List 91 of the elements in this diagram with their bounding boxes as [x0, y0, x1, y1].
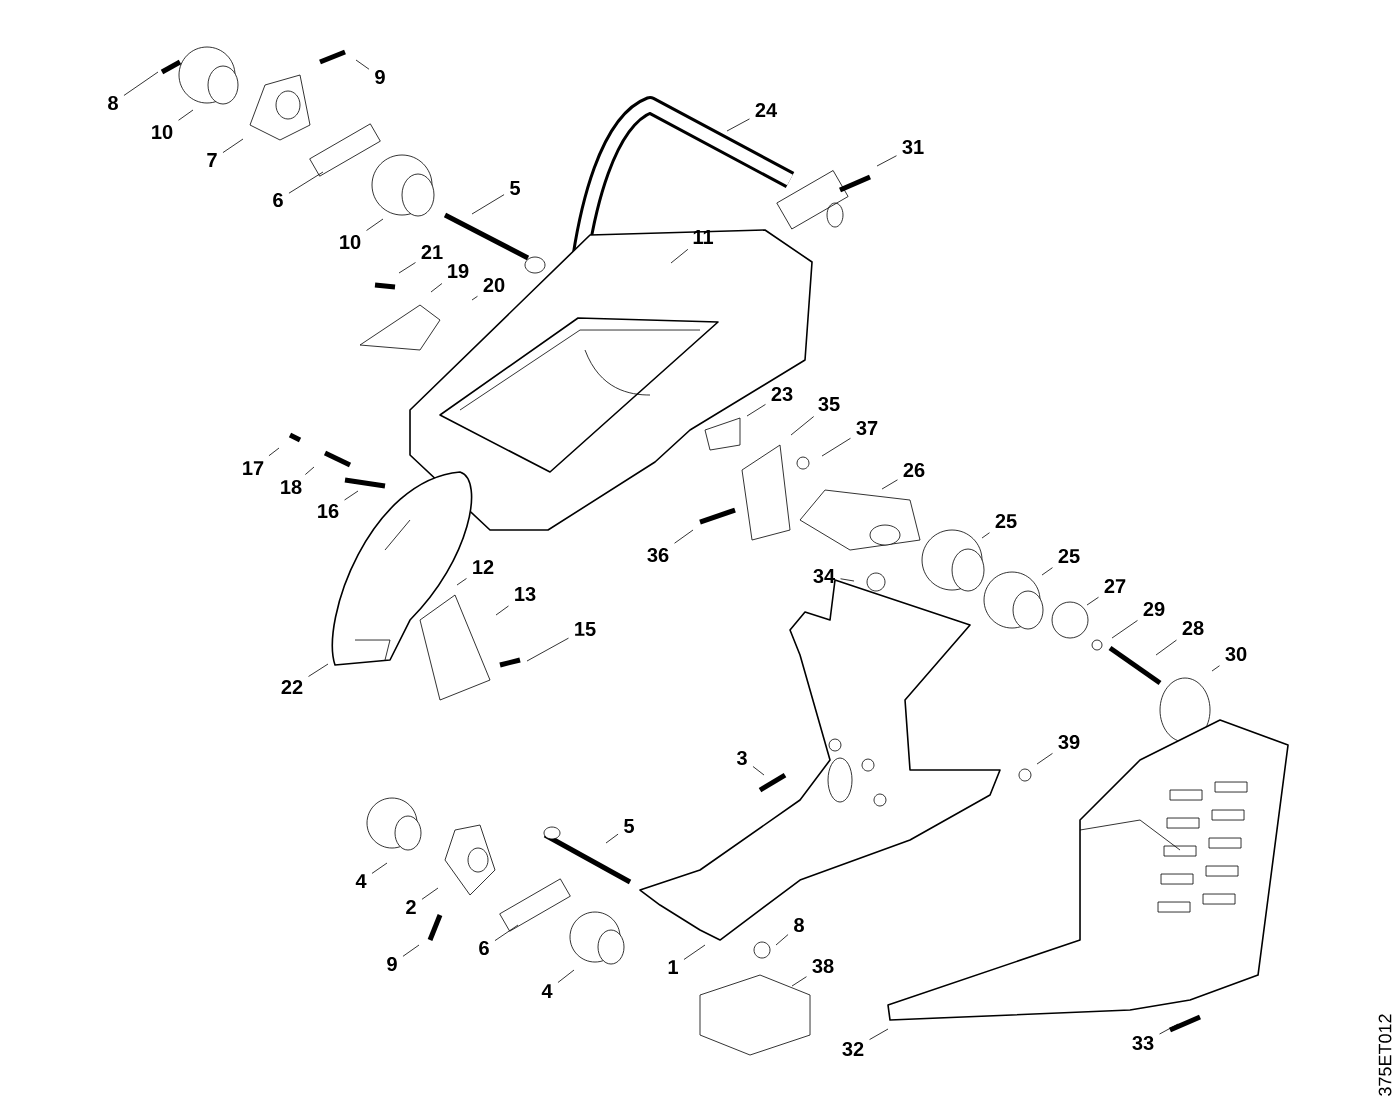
- leader-line: [674, 529, 694, 544]
- leader-line: [421, 887, 439, 900]
- callout-number: 10: [152, 124, 173, 140]
- leader-line: [775, 934, 789, 946]
- callout-number: 26: [903, 462, 925, 478]
- leader-line: [304, 466, 315, 475]
- leader-line: [471, 295, 478, 301]
- callout-number: 36: [647, 547, 669, 563]
- callout-number: 22: [281, 680, 303, 694]
- callout-number: 2: [406, 900, 416, 914]
- callout-number: 34: [813, 568, 835, 584]
- callout-number: 8: [108, 95, 118, 111]
- leader-line: [526, 637, 569, 662]
- leader-line: [355, 59, 370, 70]
- leader-line: [1111, 620, 1138, 639]
- callout-number: 6: [479, 940, 489, 956]
- leader-line: [821, 437, 851, 457]
- callout-number: 5: [510, 181, 520, 195]
- callout-number: 10: [340, 234, 361, 250]
- callout-number: 29: [1143, 601, 1165, 617]
- leader-line: [123, 71, 159, 96]
- callout-number: 9: [375, 69, 385, 85]
- callout-number: 9: [387, 956, 397, 972]
- callout-number: 39: [1058, 734, 1080, 750]
- leader-line: [268, 447, 280, 457]
- leader-line: [670, 248, 689, 264]
- leader-line: [557, 969, 575, 983]
- leader-line: [178, 109, 194, 121]
- leader-line: [398, 262, 416, 274]
- leader-line: [456, 578, 467, 586]
- leader-line: [605, 833, 619, 844]
- callout-number: 25: [995, 513, 1017, 529]
- callout-number: 5: [624, 819, 634, 833]
- callout-number: 37: [856, 420, 878, 436]
- callout-number: 6: [273, 192, 283, 208]
- leader-line: [1159, 1023, 1179, 1035]
- callout-number: 24: [755, 103, 777, 117]
- callout-number: 30: [1225, 646, 1247, 662]
- callout-number: 4: [355, 874, 367, 888]
- leader-line: [1086, 596, 1099, 606]
- callout-number: 25: [1058, 548, 1080, 564]
- leader-line: [222, 138, 244, 153]
- callout-number: 20: [483, 277, 505, 293]
- callout-number: 23: [771, 386, 793, 402]
- leader-line: [1036, 753, 1053, 765]
- callout-number: 33: [1132, 1035, 1154, 1051]
- callout-number: 13: [515, 586, 536, 602]
- callout-number: 11: [693, 230, 714, 244]
- leader-line: [288, 171, 324, 194]
- leader-line: [366, 218, 384, 231]
- callout-number: 32: [842, 1041, 864, 1057]
- leader-line: [371, 862, 388, 874]
- leader-line: [683, 944, 706, 960]
- leader-line: [402, 944, 420, 957]
- leader-line: [876, 155, 897, 167]
- callout-number: 18: [281, 479, 302, 495]
- leader-line: [869, 1028, 889, 1040]
- callout-number: 1: [668, 960, 678, 974]
- leader-line: [746, 404, 766, 417]
- callout-number: 28: [1182, 620, 1204, 636]
- callout-number: 7: [207, 153, 217, 167]
- leader-line: [1155, 639, 1177, 656]
- callout-number: 8: [794, 917, 804, 933]
- leader-line: [881, 479, 898, 490]
- callout-number: 31: [902, 139, 924, 155]
- callout-number: 21: [421, 245, 443, 259]
- leader-line: [344, 490, 359, 501]
- callout-number: 27: [1104, 579, 1126, 593]
- leader-line: [308, 663, 329, 677]
- callout-number: 16: [318, 503, 339, 519]
- callout-number: 17: [243, 461, 264, 475]
- callout-number: 12: [473, 560, 494, 574]
- leader-line: [495, 605, 509, 616]
- leader-line: [981, 532, 990, 539]
- leader-line: [752, 766, 765, 776]
- leader-line: [1211, 665, 1220, 672]
- callout-number: 35: [818, 396, 840, 412]
- callout-number: 4: [541, 984, 553, 998]
- leader-line: [791, 976, 807, 987]
- leader-line: [840, 578, 855, 582]
- callout-number: 3: [736, 750, 747, 766]
- leader-line: [430, 283, 443, 293]
- leader-line: [726, 118, 750, 132]
- leader-line: [494, 924, 519, 941]
- callout-number: 15: [575, 622, 596, 636]
- leader-line: [471, 194, 505, 215]
- leader-line: [1041, 567, 1053, 576]
- callout-number: 19: [448, 263, 469, 279]
- leader-line: [790, 416, 815, 436]
- drawing-number: 375ET012: [1378, 1014, 1392, 1096]
- callout-number: 38: [812, 958, 834, 974]
